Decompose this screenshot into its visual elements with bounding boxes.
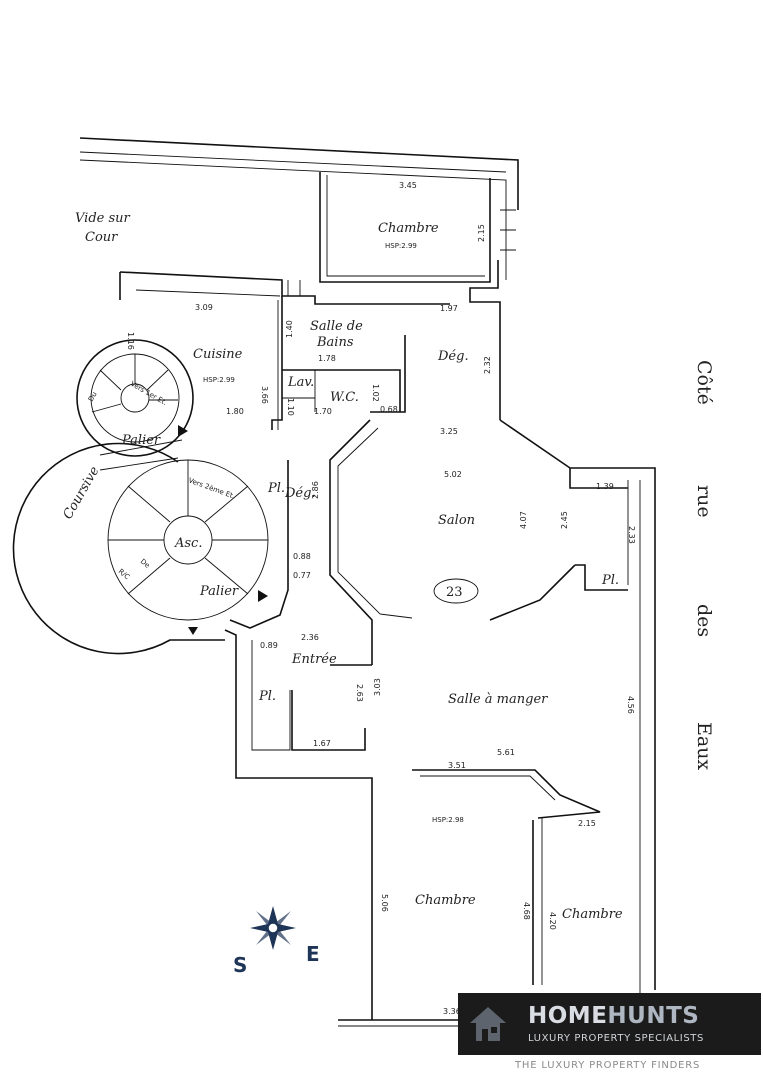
dim-178: 1.78 bbox=[318, 354, 336, 363]
dim-116: 1.16 bbox=[126, 332, 135, 350]
arrow-right-icon bbox=[178, 425, 188, 437]
chambre-top-walls bbox=[319, 172, 516, 420]
dim-286: 2.86 bbox=[311, 481, 320, 499]
dim-180: 1.80 bbox=[226, 407, 244, 416]
dim-245: 2.45 bbox=[560, 511, 569, 529]
street-cote: Côté bbox=[693, 360, 715, 405]
street-des: des bbox=[693, 604, 715, 637]
dim-351: 3.51 bbox=[448, 761, 466, 770]
dim-236: 2.36 bbox=[301, 633, 319, 642]
label-hsp-bottom: HSP:2.98 bbox=[432, 816, 464, 824]
salon-walls bbox=[329, 419, 656, 1000]
staircase-large bbox=[12, 442, 289, 655]
dim-089: 0.89 bbox=[260, 641, 278, 650]
compass-icon bbox=[250, 906, 296, 950]
dim-325: 3.25 bbox=[440, 427, 458, 436]
dim-303: 3.03 bbox=[373, 678, 382, 696]
dim-088: 0.88 bbox=[293, 552, 311, 561]
arrow-right-icon bbox=[258, 590, 268, 602]
entree-walls bbox=[224, 629, 373, 1020]
compass-east: E bbox=[306, 942, 320, 966]
dim-102: 1.02 bbox=[371, 384, 380, 402]
compass-south: S bbox=[233, 953, 247, 977]
dim-263: 2.63 bbox=[355, 684, 364, 702]
dim-468: 4.68 bbox=[522, 902, 531, 920]
dim-420: 4.20 bbox=[548, 912, 557, 930]
label-wc: W.C. bbox=[330, 390, 359, 405]
homehunts-logo: HOMEHUNTS LUXURY PROPERTY SPECIALISTS bbox=[458, 993, 761, 1055]
dim-068: 0.68 bbox=[380, 405, 398, 414]
arrow-down-icon bbox=[188, 627, 198, 635]
label-entree: Entrée bbox=[291, 652, 337, 667]
label-chambre-br: Chambre bbox=[562, 907, 623, 922]
dim-506: 5.06 bbox=[380, 894, 389, 912]
dim-561: 5.61 bbox=[497, 748, 515, 757]
label-coursive: Coursive bbox=[60, 464, 102, 522]
kitchen-walls bbox=[119, 271, 450, 430]
label-unit-number: 23 bbox=[446, 585, 463, 600]
dim-140: 1.40 bbox=[285, 320, 294, 338]
label-chambre-top: Chambre bbox=[378, 221, 439, 236]
label-pl-right: Pl. bbox=[601, 573, 619, 588]
label-vide-sur: Vide sur bbox=[75, 211, 131, 226]
top-wall bbox=[79, 137, 519, 280]
label-bains: Bains bbox=[316, 335, 354, 350]
dim-309: 3.09 bbox=[195, 303, 213, 312]
dim-502: 5.02 bbox=[444, 470, 462, 479]
coursive-walkway bbox=[99, 439, 183, 471]
label-cuisine: Cuisine bbox=[193, 347, 243, 362]
label-hsp-top: HSP:2.99 bbox=[385, 242, 417, 250]
label-pl-entree: Pl. bbox=[258, 689, 276, 704]
label-palier-bottom: Palier bbox=[199, 584, 239, 599]
label-rc: R/C bbox=[117, 567, 132, 581]
street-rue: rue bbox=[693, 485, 715, 518]
dim-167: 1.67 bbox=[313, 739, 331, 748]
label-de: De bbox=[139, 557, 152, 569]
street-label: Côté rue des Eaux bbox=[693, 360, 715, 770]
dim-139: 1.39 bbox=[596, 482, 614, 491]
label-chambre-bl: Chambre bbox=[415, 893, 476, 908]
dim-456: 4.56 bbox=[626, 696, 635, 714]
dim-407: 4.07 bbox=[519, 511, 528, 529]
label-salle-de: Salle de bbox=[310, 319, 363, 334]
logo-tagline: THE LUXURY PROPERTY FINDERS bbox=[515, 1060, 701, 1071]
dim-215a: 2.15 bbox=[477, 224, 486, 242]
label-lav: Lav. bbox=[287, 375, 314, 390]
dim-215b: 2.15 bbox=[578, 819, 596, 828]
dim-233: 2.33 bbox=[627, 526, 636, 544]
arrow-icons bbox=[178, 425, 268, 635]
label-asc: Asc. bbox=[174, 536, 202, 551]
label-salle-a-manger: Salle à manger bbox=[448, 692, 548, 707]
unit-number-badge bbox=[433, 578, 479, 604]
label-hsp-cuisine: HSP:2.99 bbox=[203, 376, 235, 384]
label-pl-mid: Pl. bbox=[267, 481, 285, 496]
street-eaux: Eaux bbox=[693, 722, 715, 770]
label-du: Du bbox=[87, 390, 99, 403]
label-deg-top: Dég. bbox=[437, 349, 469, 364]
dim-366: 3.66 bbox=[260, 386, 269, 404]
logo-brand-hunts: HUNTS bbox=[607, 1003, 700, 1029]
label-salon: Salon bbox=[438, 513, 475, 528]
house-icon bbox=[470, 1007, 506, 1041]
logo-brand: HOMEHUNTS bbox=[528, 1003, 699, 1029]
dim-197: 1.97 bbox=[440, 304, 458, 313]
logo-brand-home: HOME bbox=[528, 1003, 608, 1029]
dim-170: 1.70 bbox=[314, 407, 332, 416]
label-cour: Cour bbox=[85, 230, 118, 245]
dim-077: 0.77 bbox=[293, 571, 311, 580]
label-deg-mid: Dég. bbox=[284, 486, 316, 501]
staircase-small bbox=[76, 339, 194, 457]
label-vers-2eme: Vers 2ème Et. bbox=[187, 476, 236, 500]
dim-110: 1.10 bbox=[286, 398, 295, 416]
dim-232: 2.32 bbox=[483, 356, 492, 374]
dim-336: 3.36 bbox=[443, 1007, 461, 1016]
logo-subtitle: LUXURY PROPERTY SPECIALISTS bbox=[528, 1033, 704, 1044]
dim-345: 3.45 bbox=[399, 181, 417, 190]
bedrooms-bottom-walls bbox=[338, 769, 601, 1027]
label-palier-top: Palier bbox=[121, 433, 161, 448]
